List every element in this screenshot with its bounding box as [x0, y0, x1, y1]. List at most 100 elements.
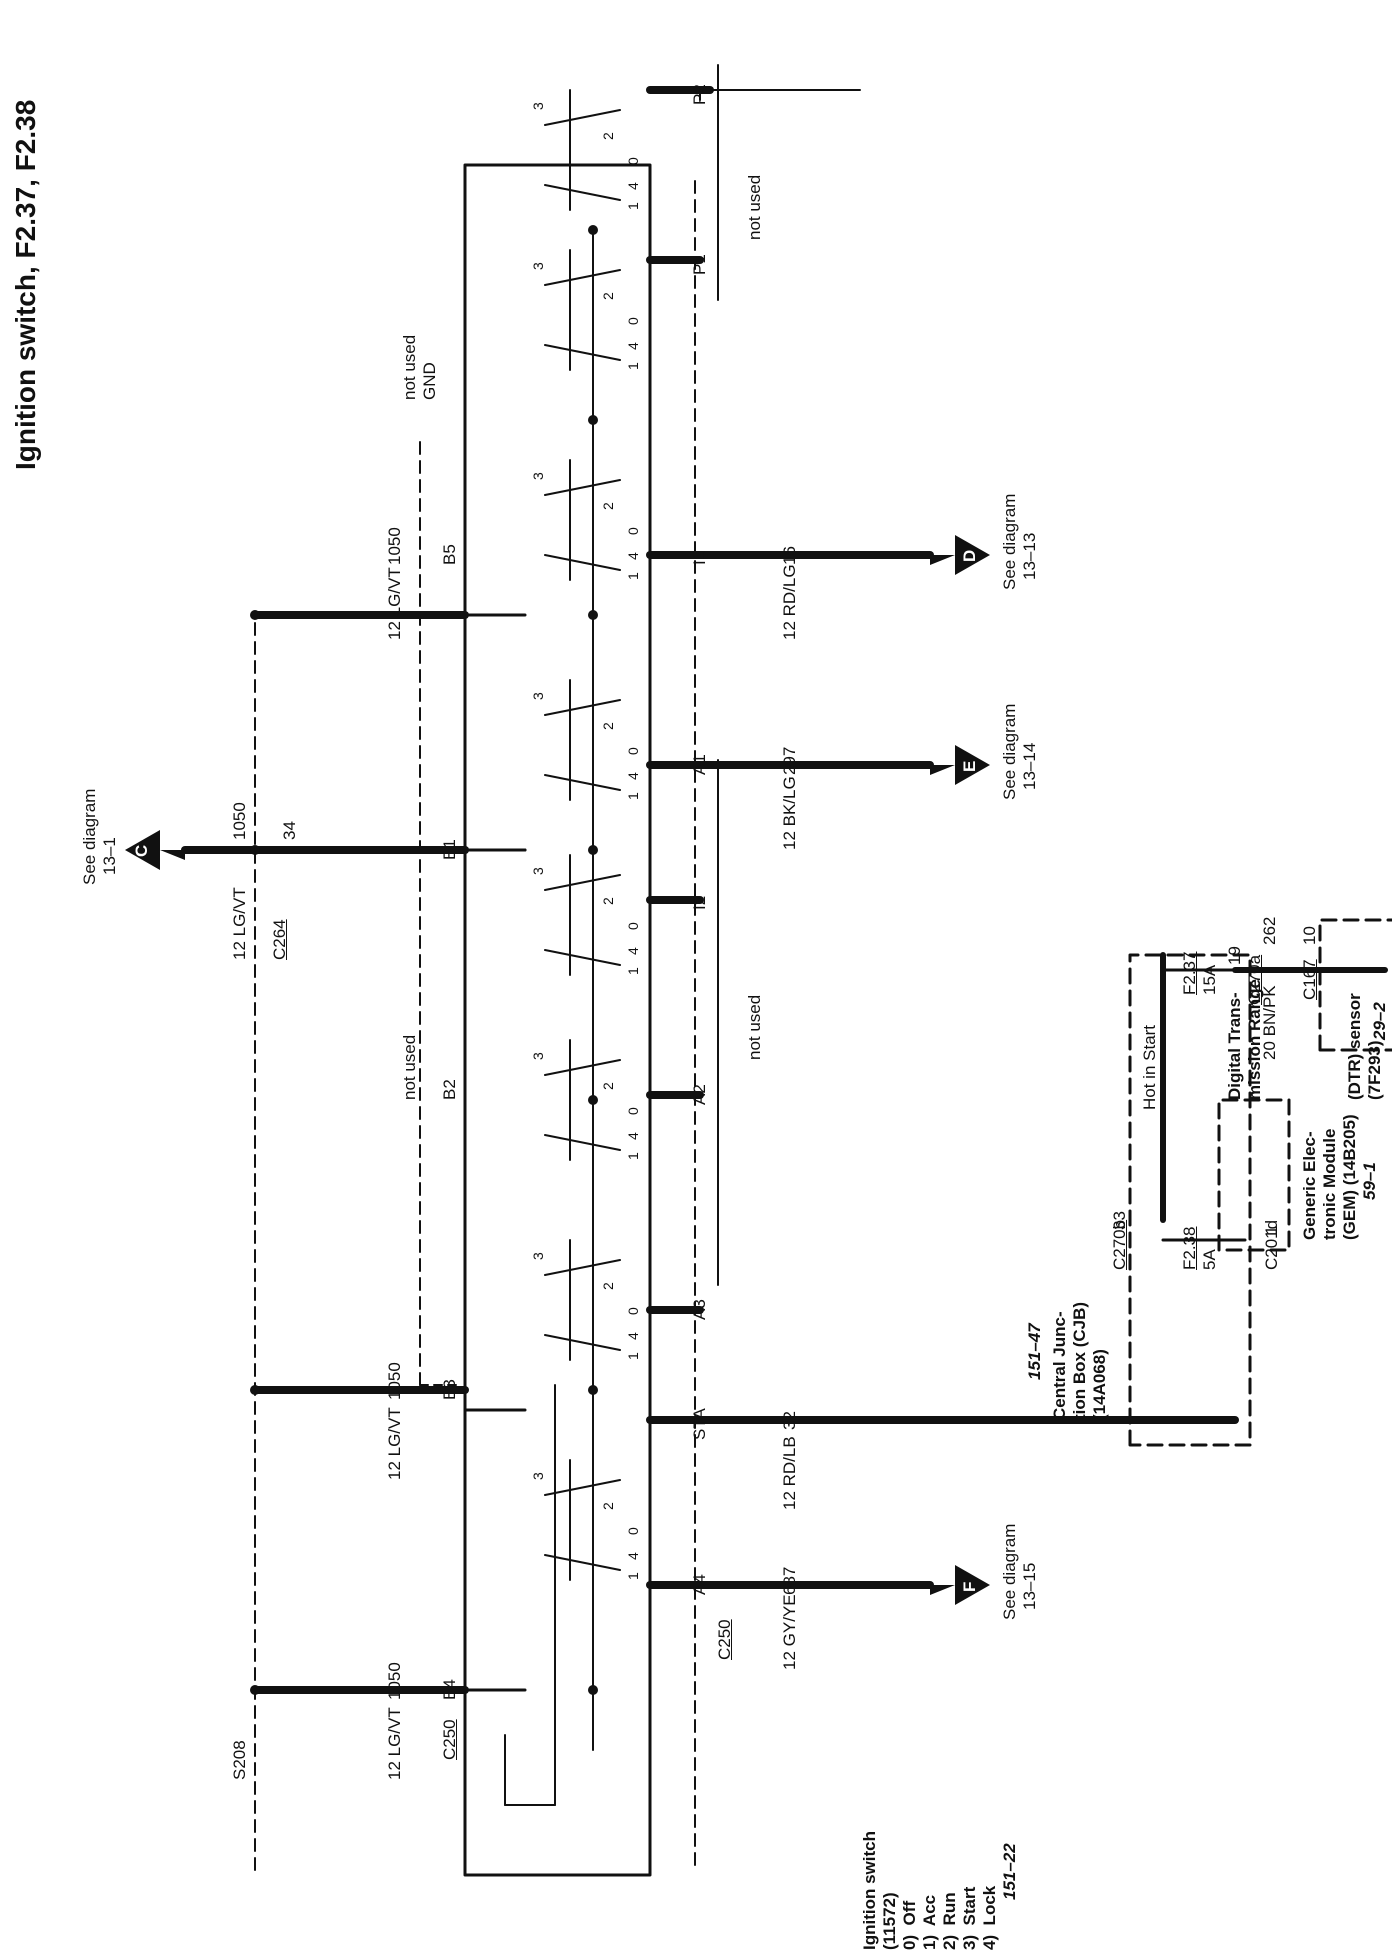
contact-number: 4 [625, 552, 641, 560]
contact-number: 0 [625, 1107, 641, 1115]
contact-number: 2 [600, 292, 616, 300]
ref-f-letter: F [960, 1581, 979, 1592]
contact-number: 2 [600, 722, 616, 730]
contact-number: 1 [625, 967, 641, 975]
a1-spec: 12 BK/LG [780, 776, 799, 850]
position-start: 3) Start [960, 1886, 979, 1950]
cjb-pin19: 19 [1225, 946, 1244, 965]
contact-number: 4 [625, 1132, 641, 1140]
contact-number: 0 [625, 527, 641, 535]
position-run: 2) Run [940, 1892, 959, 1950]
b1-spec: 12 LG/VT [230, 887, 249, 960]
contact-number: 0 [625, 747, 641, 755]
terminal-a2: A2 [690, 1084, 709, 1105]
contact-number: 3 [530, 1252, 546, 1260]
contact-number: 2 [600, 502, 616, 510]
contact-number: 4 [625, 182, 641, 190]
i1-spec: 12 RD/LG [780, 564, 799, 640]
terminal-i2: I2 [690, 895, 709, 910]
ref-flags [125, 535, 990, 1605]
b3-circuit: 1050 [385, 1362, 404, 1400]
gem-name-2: tronic Module [1320, 1128, 1339, 1240]
position-acc: 1) Acc [920, 1894, 939, 1950]
contact-number: 4 [625, 342, 641, 350]
contact-number: 2 [600, 132, 616, 140]
gem-name-3: (GEM) (14B205) [1340, 1114, 1359, 1240]
contact-number: 4 [625, 1332, 641, 1340]
sta-circuit: 32 [780, 1411, 799, 1430]
fuse2-rating: 5A [1200, 1249, 1219, 1270]
b1-connector: C264 [270, 919, 289, 960]
gem-ref: 59–1 [1360, 1162, 1379, 1200]
terminal-a3: A3 [690, 1299, 709, 1320]
terminal-p2: P2 [690, 84, 709, 105]
gem-name-1: Generic Elec- [1300, 1131, 1319, 1240]
contact-number: 1 [625, 202, 641, 210]
contact-number: 4 [625, 772, 641, 780]
terminal-b1: B1 [440, 839, 459, 860]
b3-spec: 12 LG/VT [385, 1407, 404, 1480]
contact-number: 1 [625, 1572, 641, 1580]
ref-f-num: 13–15 [1020, 1562, 1039, 1610]
cjb-name-3: (14A068) [1090, 1349, 1109, 1420]
a1-circuit: 297 [780, 746, 799, 775]
contact-number: 1 [625, 362, 641, 370]
b5-circuit: 1050 [385, 527, 404, 565]
contact-number: 0 [625, 1307, 641, 1315]
sta-spec: 12 RD/LB [780, 1436, 799, 1510]
dtr-name-4: (7F293) [1365, 1040, 1384, 1100]
a4-connector: C250 [715, 1619, 734, 1660]
page-title: Ignition switch, F2.37, F2.38 [10, 99, 41, 470]
a4-spec: 12 GY/YE [780, 1594, 799, 1670]
p-not-used: not used [745, 174, 764, 240]
ref-e-flag [955, 745, 990, 785]
ref-c-num: 13–1 [100, 837, 119, 875]
ref-f-flag [955, 1565, 990, 1605]
b5-spec: 12 LG/VT [385, 567, 404, 640]
b1-circuit: 1050 [230, 802, 249, 840]
dtr-pin: 10 [1300, 926, 1319, 945]
contact-number: 4 [625, 1552, 641, 1560]
a-not-used: not used [745, 994, 764, 1060]
ref-d-letter: D [960, 549, 979, 562]
ignition-switch-name-1: Ignition switch [860, 1831, 879, 1950]
ref-d-flag [955, 535, 990, 575]
gnd-not-used: not used [400, 334, 419, 400]
ignition-switch-legend-text: Ignition switch [860, 1831, 879, 1950]
b4-spec: 12 LG/VT [385, 1707, 404, 1780]
terminal-b5: B5 [440, 544, 459, 565]
b4-connector: C250 [440, 1719, 459, 1760]
dtr-name-2: mission Range [1245, 979, 1264, 1100]
contact-number: 1 [625, 1352, 641, 1360]
ignition-switch-name-2: (11572) [880, 1892, 899, 1950]
fuse2-name: F2.38 [1180, 1226, 1199, 1270]
contact-number: 1 [625, 572, 641, 580]
a4-circuit: 687 [780, 1566, 799, 1595]
ref-c-flag [125, 830, 160, 870]
cjb-name-1: Central Junc- [1050, 1311, 1069, 1420]
dtr-name-3: (DTR) sensor [1345, 993, 1364, 1100]
contact-number: 2 [600, 1282, 616, 1290]
ignition-switch-ref: 151–22 [1000, 1843, 1019, 1900]
contact-number: 1 [625, 792, 641, 800]
contact-groups [544, 89, 621, 1581]
contact-number: 3 [530, 692, 546, 700]
contact-number: 3 [530, 102, 546, 110]
terminal-b3: B3 [440, 1379, 459, 1400]
contact-number: 2 [600, 897, 616, 905]
ref-e-letter: E [960, 760, 979, 772]
b2-not-used: not used [400, 1034, 419, 1100]
contact-number: 3 [530, 262, 546, 270]
dtr-connector: C167 [1300, 959, 1319, 1000]
i1-circuit: 16 [780, 546, 799, 565]
terminal-b2: B2 [440, 1079, 459, 1100]
contact-number: 2 [600, 1082, 616, 1090]
ref-d-num: 13–13 [1020, 532, 1039, 580]
terminal-a4: A4 [690, 1574, 709, 1595]
dtr-name-1: Digital Trans- [1225, 992, 1244, 1100]
ref-c-letter: C [132, 844, 151, 857]
ref-f-text: See diagram [1000, 1523, 1019, 1620]
terminal-gnd: GND [420, 362, 439, 400]
contact-number: 0 [625, 157, 641, 165]
